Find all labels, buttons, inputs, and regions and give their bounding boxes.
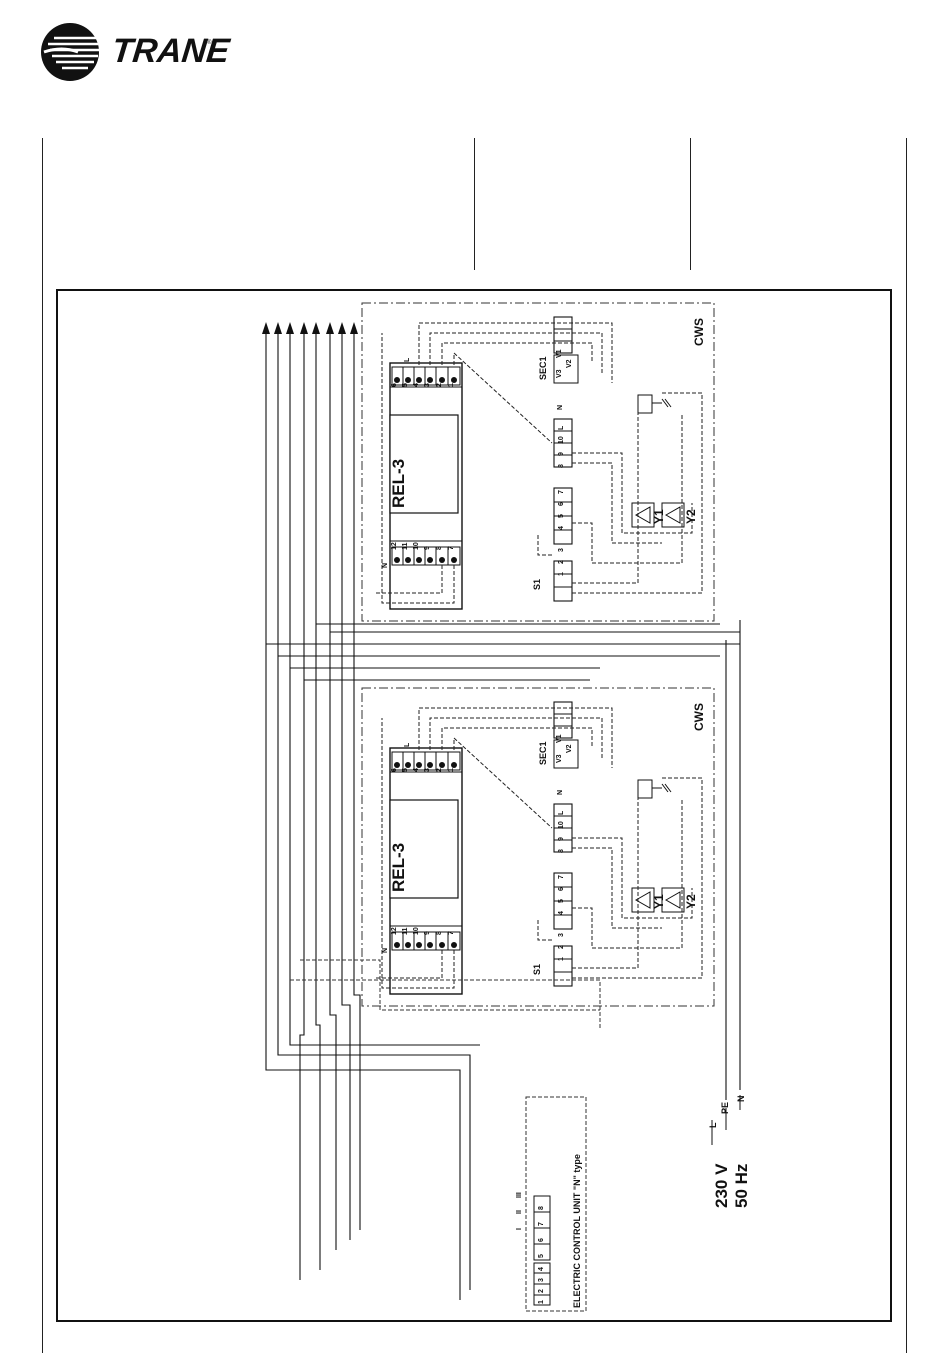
u1-rt-2: 2: [436, 383, 443, 387]
ecu-label: ELECTRIC CONTROL UNIT "N" type: [572, 1154, 582, 1308]
u1-sa-3: 3: [558, 548, 565, 552]
u1-sc-8: 8: [558, 464, 565, 468]
u1-sb-7: 7: [558, 490, 565, 494]
strip-n-1: N: [557, 405, 564, 410]
u1-sec-v2: V2: [566, 359, 573, 368]
u1-lt-9: 9: [424, 546, 431, 550]
u2-sa-1: 1: [558, 957, 565, 961]
valve-y1-label-2: Y1: [652, 894, 666, 909]
sec1-label-1: SEC1: [538, 356, 548, 380]
ecu-term-6: 6: [538, 1238, 545, 1242]
bus-arrows: [262, 322, 358, 334]
u1-sc-9: 9: [558, 452, 565, 456]
u1-rt-1: 1: [448, 383, 455, 387]
u2-rt-6: 6: [391, 768, 398, 772]
ecu-term-1: 1: [538, 1300, 545, 1304]
u1-sec-v1: V1: [556, 349, 563, 358]
u2-sec-v1: V1: [556, 734, 563, 743]
u1-sa-1: 1: [558, 572, 565, 576]
valve-y2-label-2: Y2: [684, 894, 698, 909]
u2-sb-6: 6: [558, 887, 565, 891]
ecu-term-2: 2: [538, 1289, 545, 1293]
supply-voltage: 230 V: [712, 1164, 732, 1208]
valve-y2-label-1: Y2: [684, 509, 698, 524]
supply-PE: PE: [720, 1102, 730, 1114]
u1-sb-6: 6: [558, 502, 565, 506]
u2-sb-5: 5: [558, 899, 565, 903]
cws-unit-2: [362, 688, 714, 1006]
u2-rt-5: 5: [402, 768, 409, 772]
ecu-term-5: 5: [538, 1254, 545, 1258]
u1-sec-v3: V3: [556, 369, 563, 378]
u2-sc-L: L: [558, 811, 565, 815]
relay-L-2: L: [404, 743, 411, 747]
u1-sc-L: L: [558, 426, 565, 430]
u1-sb-5: 5: [558, 514, 565, 518]
u2-sa-2: 2: [558, 945, 565, 949]
supply-N: N: [736, 1096, 746, 1103]
u2-sc-8: 8: [558, 849, 565, 853]
sec1-label-2: SEC1: [538, 741, 548, 765]
u1-rt-4: 4: [413, 383, 420, 387]
u1-lt-10: 10: [413, 542, 420, 550]
u2-lt-7: 7: [448, 931, 455, 935]
relay-label-1: REL-3: [389, 459, 409, 508]
valve-y1-label-1: Y1: [652, 509, 666, 524]
relay-L-1: L: [404, 358, 411, 362]
u2-sec-v2: V2: [566, 744, 573, 753]
u1-lt-7: 7: [448, 546, 455, 550]
sensor-label-1: S1: [532, 579, 542, 590]
relay-N-2: N: [382, 948, 389, 953]
u2-lt-8: 8: [436, 931, 443, 935]
u2-sec-v3: V3: [556, 754, 563, 763]
strip-n-2: N: [557, 790, 564, 795]
u1-sc-10: 10: [558, 436, 565, 444]
ecu-speed-2: II: [516, 1210, 523, 1214]
cws-label-1: CWS: [692, 318, 706, 346]
sensor-label-2: S1: [532, 964, 542, 975]
u1-lt-12: 12: [391, 542, 398, 550]
u2-rt-2: 2: [436, 768, 443, 772]
u2-rt-1: 1: [448, 768, 455, 772]
u2-lt-11: 11: [402, 928, 409, 935]
cws-unit-1: [362, 303, 714, 621]
u2-sb-7: 7: [558, 875, 565, 879]
u2-sb-4: 4: [558, 911, 565, 915]
u2-lt-10: 10: [413, 927, 420, 935]
u2-rt-4: 4: [413, 768, 420, 772]
ecu-term-3: 3: [538, 1278, 545, 1282]
supply-frequency: 50 Hz: [732, 1164, 752, 1208]
u1-sa-2: 2: [558, 560, 565, 564]
u2-rt-3: 3: [424, 768, 431, 772]
u1-lt-8: 8: [436, 546, 443, 550]
u2-lt-9: 9: [424, 931, 431, 935]
ecu-term-8: 8: [538, 1206, 545, 1210]
bus-lines: [266, 330, 740, 1300]
u1-rt-3: 3: [424, 383, 431, 387]
relay-label-2: REL-3: [389, 843, 409, 892]
u1-rt-5: 5: [402, 383, 409, 387]
ecu-speed-1: I: [516, 1228, 523, 1230]
supply-L: L: [708, 1123, 718, 1129]
u2-lt-12: 12: [391, 927, 398, 935]
ecu-term-4: 4: [538, 1267, 545, 1271]
u2-sc-9: 9: [558, 837, 565, 841]
u1-sb-4: 4: [558, 526, 565, 530]
u1-rt-6: 6: [391, 383, 398, 387]
relay-N-1: N: [382, 563, 389, 568]
u1-lt-11: 11: [402, 543, 409, 550]
u2-sa-3: 3: [558, 933, 565, 937]
cws-label-2: CWS: [692, 703, 706, 731]
ecu-term-7: 7: [538, 1222, 545, 1226]
ecu-speed-3: III: [516, 1192, 523, 1198]
u2-sc-10: 10: [558, 821, 565, 829]
